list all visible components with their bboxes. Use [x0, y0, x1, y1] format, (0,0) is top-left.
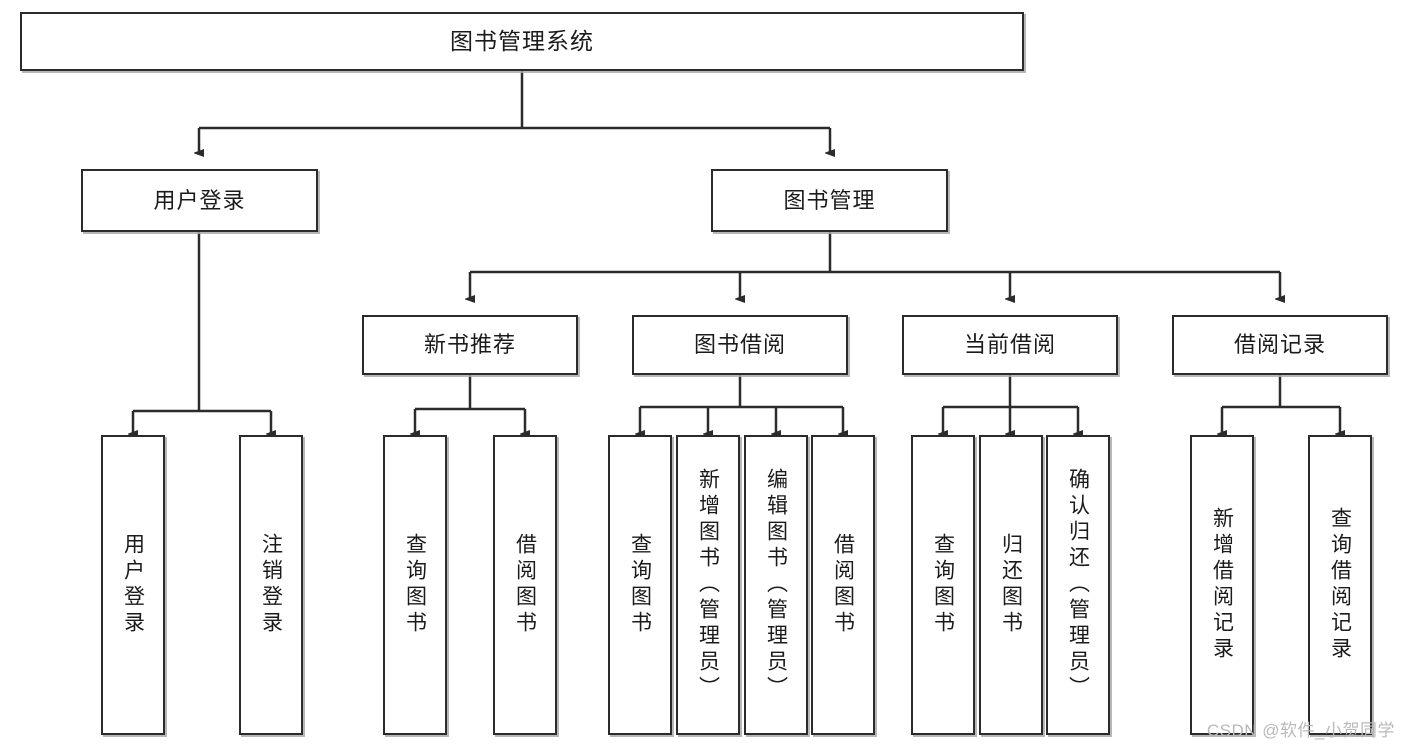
node-leaf-query-book-2[interactable]: 查询图书	[608, 435, 672, 735]
node-leaf-confirm-return-label: 确认归还（管理员）	[1066, 468, 1090, 702]
node-book-manage[interactable]: 图书管理	[711, 169, 948, 232]
node-leaf-borrow-book-2-label: 借阅图书	[831, 533, 855, 637]
node-leaf-add-book-label: 新增图书（管理员）	[696, 468, 720, 702]
node-borrow-record[interactable]: 借阅记录	[1172, 315, 1388, 375]
node-leaf-borrow-book-2[interactable]: 借阅图书	[811, 435, 875, 735]
node-book-borrow-label: 图书借阅	[693, 332, 786, 358]
node-current-borrow-label: 当前借阅	[963, 332, 1056, 358]
node-leaf-query-record-label: 查询借阅记录	[1328, 507, 1352, 663]
node-leaf-logout-label: 注销登录	[259, 533, 283, 637]
node-root[interactable]: 图书管理系统	[20, 12, 1024, 71]
node-leaf-edit-book-label: 编辑图书（管理员）	[764, 468, 788, 702]
node-leaf-query-book-3[interactable]: 查询图书	[911, 435, 975, 735]
node-leaf-query-book-1-label: 查询图书	[403, 533, 427, 637]
node-new-book-rec[interactable]: 新书推荐	[362, 315, 578, 375]
node-leaf-return-book-label: 归还图书	[999, 533, 1023, 637]
node-leaf-add-record-label: 新增借阅记录	[1210, 507, 1234, 663]
node-book-borrow[interactable]: 图书借阅	[632, 315, 848, 375]
watermark: CSDN @软件_小贺同学	[1206, 721, 1395, 740]
node-leaf-add-record[interactable]: 新增借阅记录	[1190, 435, 1254, 735]
node-leaf-user-login-label: 用户登录	[121, 533, 145, 637]
node-user-login-label: 用户登录	[153, 187, 246, 213]
node-user-login[interactable]: 用户登录	[81, 169, 318, 232]
node-leaf-user-login[interactable]: 用户登录	[101, 435, 165, 735]
node-leaf-logout[interactable]: 注销登录	[239, 435, 303, 735]
node-book-manage-label: 图书管理	[783, 187, 876, 213]
node-leaf-borrow-book-1[interactable]: 借阅图书	[493, 435, 557, 735]
node-leaf-edit-book[interactable]: 编辑图书（管理员）	[744, 435, 808, 735]
node-leaf-confirm-return[interactable]: 确认归还（管理员）	[1046, 435, 1110, 735]
node-leaf-query-book-2-label: 查询图书	[628, 533, 652, 637]
node-leaf-query-record[interactable]: 查询借阅记录	[1308, 435, 1372, 735]
node-root-label: 图书管理系统	[450, 28, 594, 55]
node-borrow-record-label: 借阅记录	[1233, 332, 1326, 358]
node-leaf-query-book-1[interactable]: 查询图书	[383, 435, 447, 735]
node-new-book-rec-label: 新书推荐	[423, 332, 516, 358]
node-leaf-return-book[interactable]: 归还图书	[979, 435, 1043, 735]
node-leaf-add-book[interactable]: 新增图书（管理员）	[676, 435, 740, 735]
node-current-borrow[interactable]: 当前借阅	[902, 315, 1118, 375]
node-leaf-borrow-book-1-label: 借阅图书	[513, 533, 537, 637]
node-leaf-query-book-3-label: 查询图书	[931, 533, 955, 637]
